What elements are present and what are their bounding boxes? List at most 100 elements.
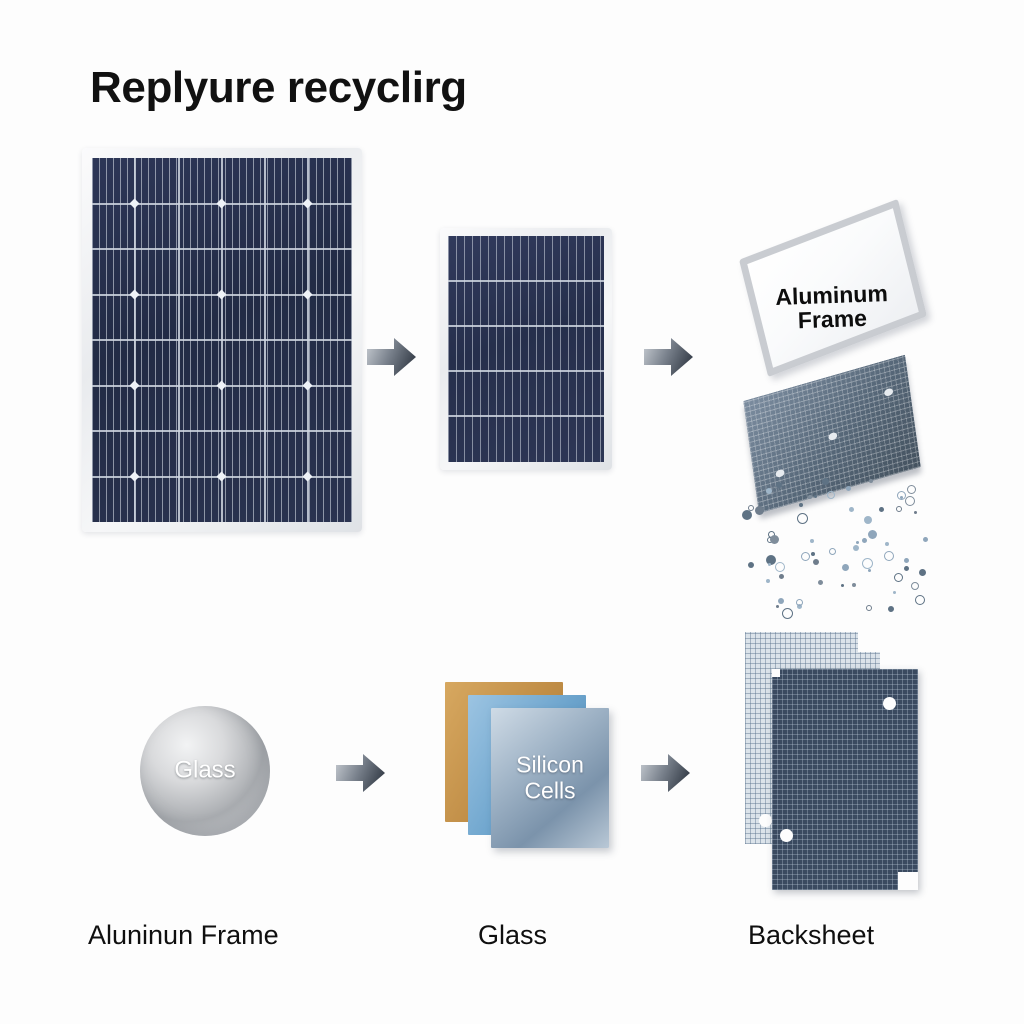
granule-particle — [923, 537, 928, 542]
caption-backsheet: Backsheet — [748, 920, 875, 950]
backsheet-dark-sheet — [772, 669, 918, 890]
granule-particle — [766, 555, 776, 565]
granule-particle — [827, 491, 835, 499]
silicon-cells-label-line2: Cells — [524, 777, 576, 803]
granule-particle — [900, 496, 903, 499]
granule-particle — [813, 559, 819, 565]
granule-particle — [896, 506, 902, 512]
granule-particle — [779, 574, 784, 579]
sheet-notch — [772, 669, 780, 677]
granule-particle — [814, 495, 817, 498]
granule-particle — [776, 605, 779, 608]
granule-particle — [782, 608, 793, 619]
granule-particle — [911, 582, 919, 590]
granule-particle — [810, 539, 814, 543]
granule-particle — [853, 545, 859, 551]
arrow-right-3 — [335, 752, 387, 799]
arrow-right-icon — [644, 338, 693, 376]
granule-particle — [742, 510, 752, 520]
panel-glass-face — [82, 148, 362, 532]
granule-particle — [885, 542, 889, 546]
arrow-right-2 — [643, 336, 695, 383]
granule-particle — [856, 541, 859, 544]
granule-particle — [778, 598, 784, 604]
granule-particle — [852, 583, 856, 587]
silicon-sheet-front: Silicon Cells — [491, 708, 609, 848]
granule-particle — [888, 606, 894, 612]
granule-particle — [822, 478, 829, 485]
granule-particle — [799, 503, 803, 507]
granule-particle — [897, 491, 906, 500]
panel-cell-grid-small — [448, 236, 604, 462]
sheet-hole — [759, 814, 772, 827]
granule-particle — [808, 495, 812, 499]
cell-row-divider — [92, 430, 352, 432]
granule-particle — [862, 558, 873, 569]
granule-particle — [797, 604, 802, 609]
granule-particle — [776, 482, 782, 488]
granule-particle — [849, 507, 854, 512]
granule-particle — [915, 595, 925, 605]
silicon-granules — [742, 478, 932, 619]
cell-row-divider-small — [448, 280, 604, 282]
granule-particle — [766, 488, 772, 494]
granule-particle — [801, 552, 810, 561]
cell-row-divider-small — [448, 370, 604, 372]
granule-particle — [904, 566, 909, 571]
granule-particle — [748, 505, 754, 511]
granule-particle — [868, 530, 877, 539]
arrow-right-icon — [367, 338, 416, 376]
arrow-right-icon — [641, 754, 690, 792]
panel-cell-grid — [92, 158, 352, 522]
panel-glass-face-small — [440, 228, 612, 470]
granule-particle — [846, 486, 851, 491]
granule-particle — [894, 573, 903, 582]
granule-particle — [829, 548, 836, 555]
cell-row-divider — [92, 339, 352, 341]
arrow-right-4 — [640, 752, 692, 799]
silicon-cells-label: Silicon Cells — [491, 751, 609, 804]
granule-particle — [905, 496, 915, 506]
granule-particle — [748, 562, 754, 568]
granule-particle — [772, 486, 779, 493]
granule-particle — [868, 569, 871, 572]
granule-particle — [884, 551, 894, 561]
full-solar-panel — [82, 148, 362, 532]
granule-particle — [879, 507, 884, 512]
granule-particle — [893, 591, 896, 594]
granule-particle — [796, 599, 803, 606]
caption-glass: Glass — [478, 920, 548, 950]
granule-particle — [864, 516, 872, 524]
granule-particle — [818, 580, 823, 585]
arrow-right-1 — [366, 336, 418, 383]
granule-particle — [914, 511, 917, 514]
granule-particle — [842, 564, 849, 571]
page-title: Replyure recyclirg — [90, 63, 467, 112]
sheet-notch — [898, 872, 918, 890]
arrow-right-icon — [336, 754, 385, 792]
glass-disc-label: Glass — [174, 756, 236, 784]
cell-row-divider — [92, 248, 352, 250]
granule-particle — [775, 562, 785, 572]
granule-particle — [862, 538, 867, 543]
granule-particle — [919, 569, 926, 576]
granule-particle — [755, 506, 764, 515]
granule-particle — [904, 558, 909, 563]
granule-particle — [869, 479, 873, 483]
sheet-hole — [883, 697, 896, 710]
granule-particle — [797, 513, 808, 524]
granule-particle — [866, 605, 872, 611]
glass-disc: Glass — [140, 706, 270, 836]
cell-row-divider-small — [448, 325, 604, 327]
granule-particle — [907, 485, 916, 494]
caption-aluminum-frame: Aluninun Frame — [88, 920, 279, 950]
sheet-notch — [858, 632, 880, 652]
granule-particle — [766, 579, 770, 583]
granule-particle — [811, 552, 815, 556]
cell-row-divider-small — [448, 415, 604, 417]
granule-particle — [768, 563, 771, 566]
cell-finger-lines-small — [448, 236, 604, 462]
aluminum-frame-plate — [739, 198, 927, 378]
delaminated-solar-panel — [440, 228, 612, 470]
